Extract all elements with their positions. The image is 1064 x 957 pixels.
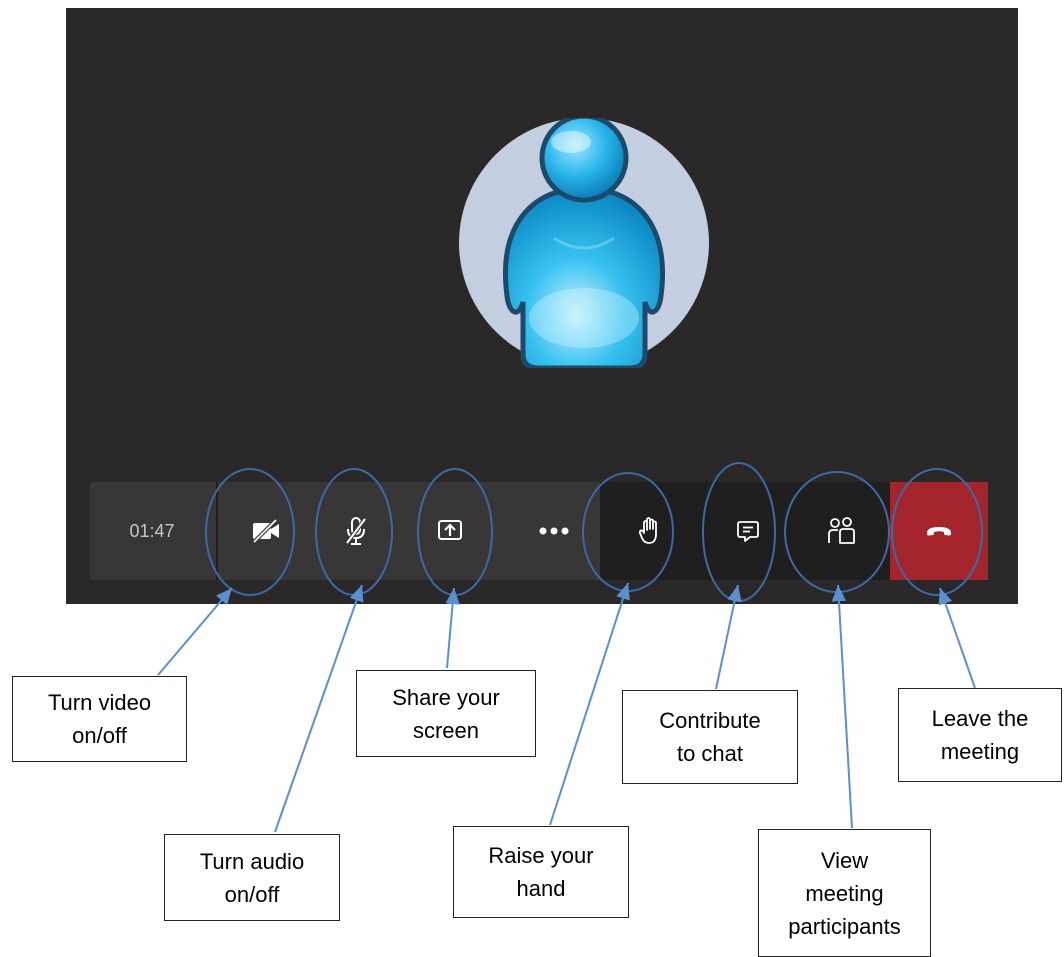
callout-chat-line: to chat bbox=[676, 741, 744, 766]
participant-avatar bbox=[459, 113, 709, 371]
more-actions-button[interactable] bbox=[510, 482, 598, 580]
arrow-audio bbox=[274, 584, 364, 833]
call-controls-toolbar: 01:47 bbox=[90, 482, 988, 580]
share-screen-icon bbox=[438, 520, 462, 540]
participants-button[interactable] bbox=[796, 482, 888, 580]
callout-participants-line: View bbox=[820, 847, 869, 873]
callout-raise-hand-line: Raise your bbox=[488, 843, 594, 868]
callout-audio-line: on/off bbox=[224, 881, 280, 907]
hang-up-icon bbox=[927, 527, 951, 536]
arrow-participants bbox=[831, 584, 853, 829]
mic-off-icon bbox=[345, 517, 367, 545]
callout-chat-line: Contribute bbox=[659, 708, 761, 733]
callout-share-line: screen bbox=[412, 717, 480, 743]
video-toggle-button[interactable] bbox=[222, 482, 310, 580]
callout-audio: Turn audio on/off bbox=[164, 834, 340, 921]
callout-raise-hand-line: hand bbox=[516, 876, 566, 901]
callout-video-line: on/off bbox=[72, 723, 127, 748]
annotation-arrows bbox=[157, 582, 976, 833]
leave-meeting-button[interactable] bbox=[890, 482, 988, 580]
call-timer: 01:47 bbox=[129, 521, 175, 541]
callout-video: Turn video on/off bbox=[12, 676, 187, 762]
callout-video-line: Turn video bbox=[47, 690, 152, 715]
toolbar-divider bbox=[216, 482, 218, 580]
chat-button[interactable] bbox=[704, 482, 792, 580]
raise-hand-button[interactable] bbox=[604, 482, 696, 580]
callout-leave-line: Leave the bbox=[931, 706, 1029, 731]
chat-icon bbox=[737, 521, 759, 542]
callout-participants-line: meeting bbox=[805, 880, 884, 906]
callout-raise-hand: Raise your hand bbox=[453, 826, 629, 918]
callout-leave: Leave the meeting bbox=[898, 688, 1062, 782]
person-icon bbox=[459, 113, 709, 371]
arrow-raise-hand bbox=[549, 582, 630, 826]
callout-chat: Contribute to chat bbox=[622, 690, 798, 784]
meeting-stage: 01:47 bbox=[66, 8, 1018, 604]
people-icon bbox=[828, 517, 855, 544]
callout-share-line: Share your bbox=[392, 684, 500, 710]
share-screen-button[interactable] bbox=[406, 482, 494, 580]
hand-icon bbox=[638, 517, 657, 544]
more-icon bbox=[539, 527, 569, 535]
video-off-icon bbox=[252, 519, 279, 543]
callout-leave-line: meeting bbox=[940, 739, 1020, 764]
mic-toggle-button[interactable] bbox=[312, 482, 400, 580]
callout-audio-line: Turn audio bbox=[199, 848, 305, 874]
callout-participants-line: participants bbox=[788, 913, 901, 939]
callout-participants: View meeting participants bbox=[758, 829, 931, 957]
callout-share: Share your screen bbox=[356, 670, 536, 757]
